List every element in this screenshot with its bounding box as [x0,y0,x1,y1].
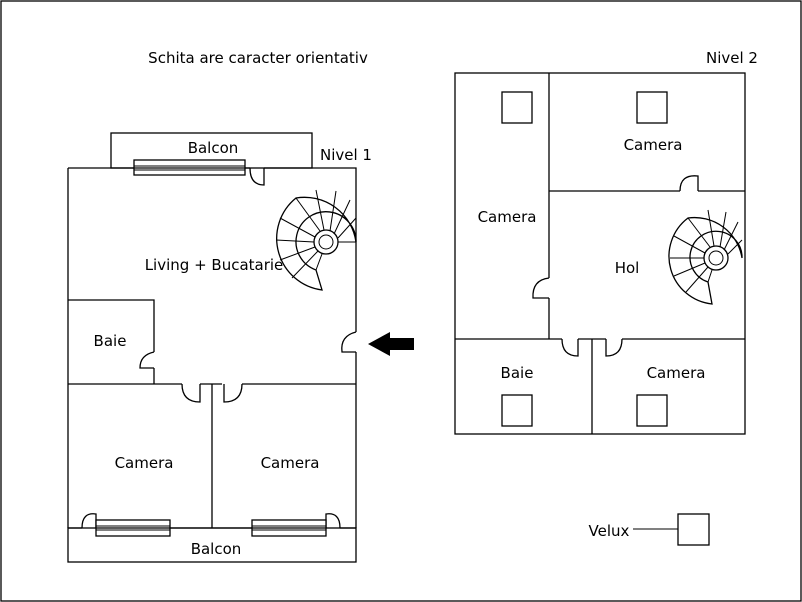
room-top-right-label: Camera [624,136,683,154]
velux-legend-icon [677,513,710,546]
spiral-stair-icon [668,209,743,305]
door-swing-icon [679,175,699,192]
room-left-label-level-1: Camera [115,454,174,472]
balcony-bottom-outline [67,527,357,563]
bath-label-level-1: Baie [94,332,127,350]
room-left-label-level-2: Camera [478,208,537,226]
door-swing-icon [249,167,265,186]
door-swing-icon [325,513,341,529]
bath-walls [68,299,155,384]
level-1-title: Nivel 1 [320,146,372,164]
orientation-note: Schita are caracter orientativ [148,49,368,67]
entrance-arrow-icon [368,332,414,356]
room-right-label-level-1: Camera [261,454,320,472]
door-swing-icon [223,383,243,403]
velux-window-icon [636,394,668,427]
door-swing-icon [561,338,579,357]
door-swing-icon [139,351,155,369]
level-1-outline [67,167,357,528]
balcony-top-label: Balcon [188,139,239,157]
velux-window-icon [501,91,533,124]
entrance-door-swing [341,331,357,353]
room-bottom-right-label: Camera [647,364,706,382]
legend: Velux [589,513,710,546]
hall-label: Hol [615,259,640,277]
level-2-title: Nivel 2 [706,49,758,67]
spiral-stair-icon [275,189,357,291]
level-2-plan: Nivel 2 Camera Camera Hol Baie Camera [454,49,758,435]
velux-legend-label: Velux [589,522,630,540]
door-swing-icon [81,513,97,529]
living-label: Living + Bucatarie [145,256,284,274]
velux-window-icon [501,394,533,427]
balcony-bottom-label: Balcon [191,540,242,558]
level-2-outline [454,72,746,435]
level-1-plan: Balcon Nivel 1 Balcon Living + Bucatarie… [67,132,414,563]
velux-window-icon [636,91,668,124]
door-swing-icon [605,338,623,357]
bath-label-level-2: Baie [501,364,534,382]
door-swing-icon [532,277,550,299]
door-swing-icon [181,383,201,403]
